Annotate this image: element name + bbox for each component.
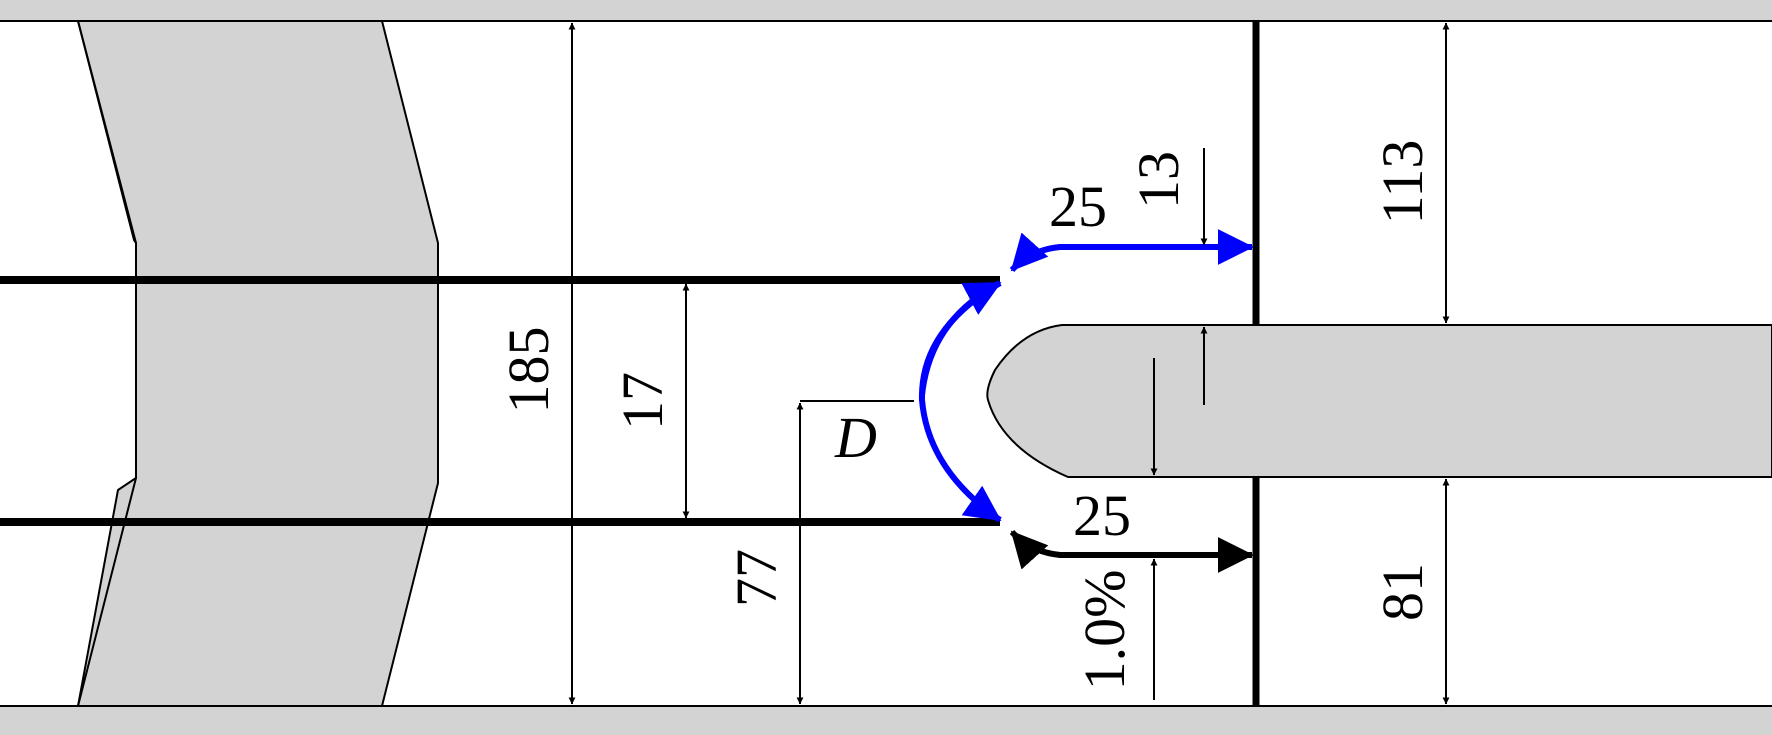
bottom-boundary-band <box>0 706 1772 735</box>
label-113: 113 <box>1370 140 1435 225</box>
blue-arc-head-top <box>919 280 1002 396</box>
top-boundary-band <box>0 0 1772 21</box>
support-column-left-edge <box>77 20 137 707</box>
label-77: 77 <box>724 549 789 607</box>
bullet-body <box>986 324 1772 478</box>
label-17: 17 <box>610 372 675 430</box>
label-percent: 1.0% <box>1072 570 1137 691</box>
label-13: 13 <box>1126 151 1191 209</box>
label-185: 185 <box>496 327 561 414</box>
label-top-25: 25 <box>1049 174 1107 239</box>
black-bottom-arrow <box>1009 529 1254 573</box>
label-d: D <box>834 405 877 470</box>
label-bottom-25: 25 <box>1073 483 1131 548</box>
support-column <box>76 20 439 707</box>
blue-top-arrow <box>1009 229 1254 273</box>
label-81: 81 <box>1370 563 1435 621</box>
